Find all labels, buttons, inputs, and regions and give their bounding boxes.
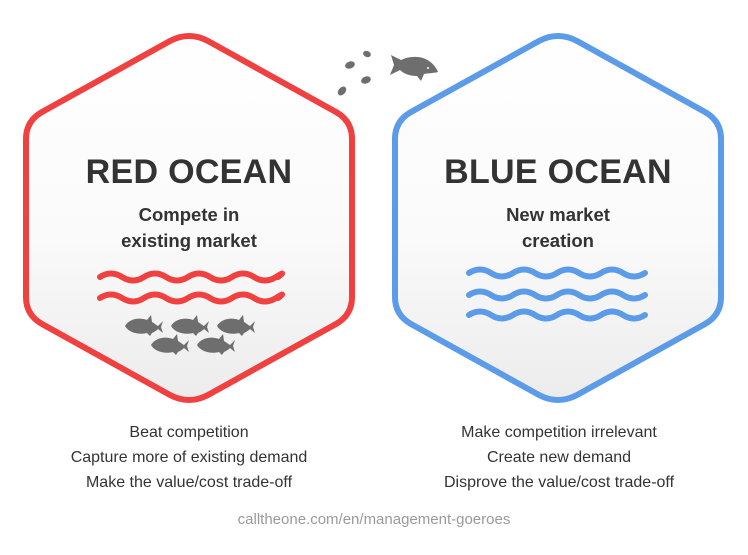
- red-hexagon: [23, 33, 355, 403]
- source-credit: calltheone.com/en/management-goeroes: [237, 511, 511, 528]
- blue-ocean-point: Disprove the value/cost trade-off: [443, 474, 675, 491]
- blue-ocean-point: Make competition irrelevant: [461, 424, 657, 441]
- jumping-fish-icon: [390, 55, 438, 81]
- blue-ocean-characteristics: Make competition irrelevant Create new d…: [370, 420, 748, 495]
- blue-ocean-point: Create new demand: [486, 449, 632, 466]
- blue-ocean-title: BLUE OCEAN: [444, 153, 672, 191]
- red-ocean-point: Beat competition: [129, 424, 249, 441]
- water-droplets-icon: [337, 50, 371, 96]
- red-waves-icon: [97, 270, 285, 305]
- red-ocean-subtitle: Compete in existing market: [26, 202, 352, 254]
- blue-waves-icon: [466, 266, 648, 322]
- red-ocean-point: Make the value/cost trade-off: [85, 474, 293, 491]
- red-ocean-subtitle-line1: Compete in: [138, 204, 240, 225]
- blue-ocean-subtitle-line1: New market: [506, 204, 610, 225]
- red-ocean-title: RED OCEAN: [85, 153, 293, 191]
- red-ocean-subtitle-line2: existing market: [121, 230, 257, 251]
- red-ocean-point: Capture more of existing demand: [70, 449, 308, 466]
- blue-ocean-subtitle-line2: creation: [522, 230, 594, 251]
- red-ocean-characteristics: Beat competition Capture more of existin…: [0, 420, 378, 495]
- blue-ocean-subtitle: New market creation: [395, 202, 721, 254]
